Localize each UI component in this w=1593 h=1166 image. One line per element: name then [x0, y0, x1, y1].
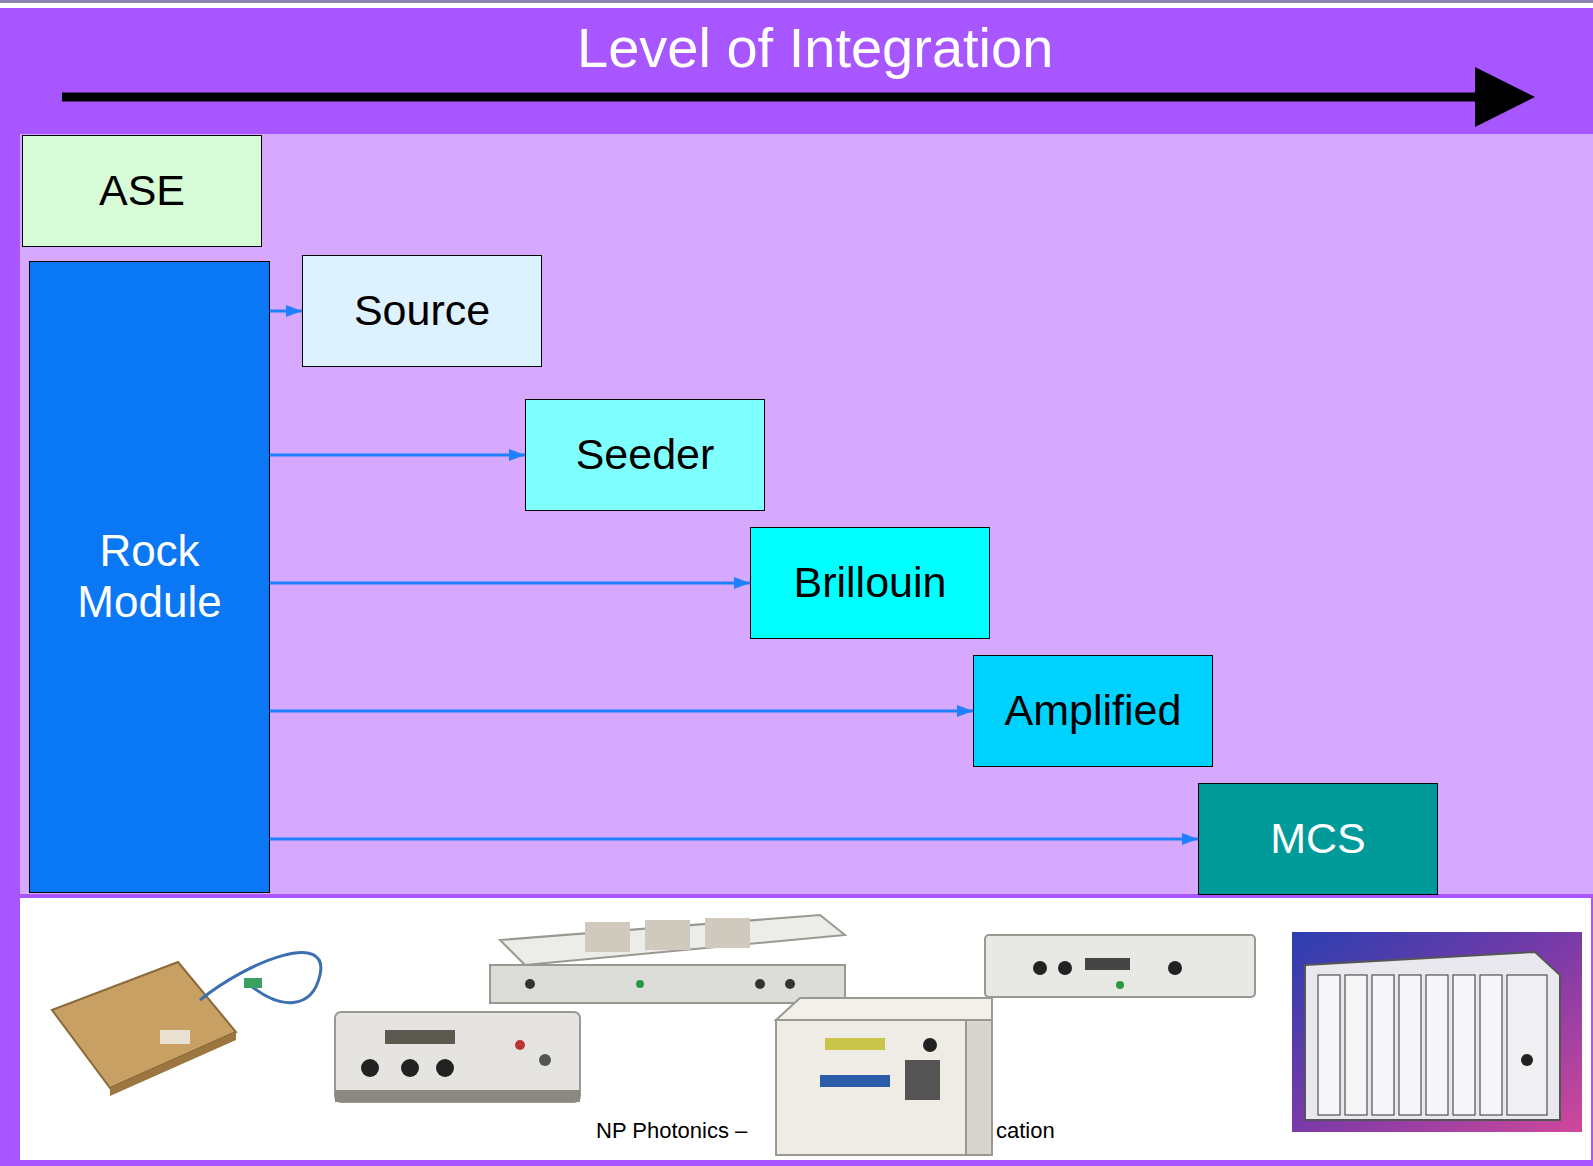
- frame-band: [0, 8, 1593, 1166]
- brillouin-unit-photo: [776, 998, 992, 1155]
- module-photo: [52, 953, 321, 1096]
- console-photo: [335, 1012, 580, 1102]
- rack-unit-photo: [985, 935, 1255, 997]
- caption-fragment: NP Photonics –: [596, 1118, 747, 1144]
- caption-fragment: cation: [996, 1118, 1055, 1144]
- integration-arrow: [62, 93, 1485, 102]
- node-label: Rock Module: [50, 526, 250, 627]
- diagram-title: Level of Integration: [577, 18, 1053, 78]
- product-box: Seeder: [525, 399, 765, 511]
- content-area: [20, 134, 1593, 894]
- rack-unit-photo: [490, 915, 845, 1003]
- product-box: MCS: [1198, 783, 1438, 895]
- product-box: Source: [302, 255, 542, 367]
- product-box: Amplified: [973, 655, 1213, 767]
- node-label: Brillouin: [794, 558, 947, 607]
- connector-arrow: [270, 310, 302, 313]
- chassis-photo: [1292, 932, 1582, 1132]
- product-box: Brillouin: [750, 527, 990, 639]
- module-box: Rock Module: [29, 261, 270, 893]
- integration-arrowhead: [1475, 67, 1535, 127]
- node-label: Seeder: [576, 430, 715, 479]
- process-box: ASE: [22, 135, 262, 247]
- node-label: MCS: [1270, 814, 1366, 863]
- photo-panel: [20, 898, 1591, 1160]
- connector-arrow: [270, 582, 750, 585]
- connector-arrow: [270, 454, 525, 457]
- connector-arrow: [270, 838, 1198, 841]
- node-label: Amplified: [1005, 686, 1182, 735]
- connector-arrow: [270, 710, 973, 713]
- node-label: Source: [354, 286, 490, 335]
- node-label: ASE: [99, 166, 185, 215]
- top-rule: [0, 0, 1593, 3]
